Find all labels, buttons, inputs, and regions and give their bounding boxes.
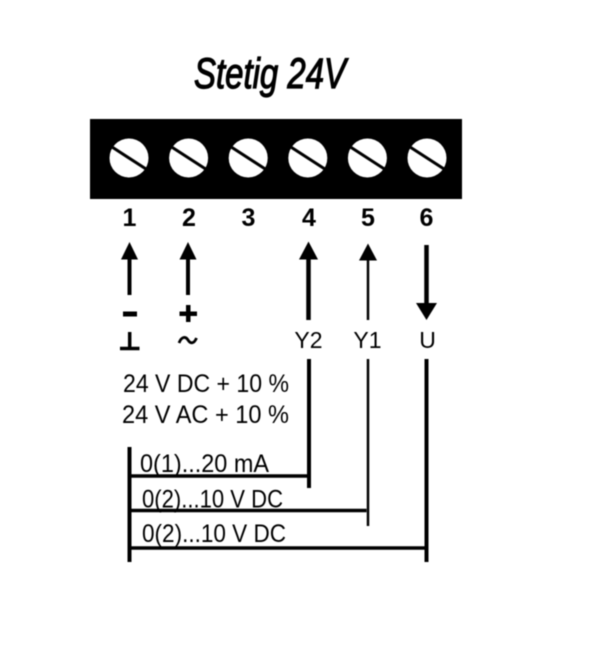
svg-text:Y1: Y1	[353, 327, 381, 353]
svg-text:Stetig 24V: Stetig 24V	[194, 50, 349, 98]
svg-text:24 V AC + 10 %: 24 V AC + 10 %	[122, 401, 289, 429]
svg-text:5: 5	[361, 204, 375, 232]
svg-text:Y2: Y2	[294, 327, 322, 353]
svg-text:U: U	[419, 327, 436, 353]
svg-text:24 V DC + 10 %: 24 V DC + 10 %	[123, 370, 289, 398]
svg-text:6: 6	[420, 204, 434, 232]
svg-text:0(2)...10 V DC: 0(2)...10 V DC	[142, 486, 283, 514]
svg-text:4: 4	[302, 204, 316, 232]
svg-text:1: 1	[123, 204, 137, 232]
svg-text:2: 2	[182, 204, 196, 232]
svg-text:3: 3	[242, 204, 256, 232]
svg-text:0(2)...10 V DC: 0(2)...10 V DC	[142, 520, 286, 548]
svg-text:0(1)...20 mA: 0(1)...20 mA	[140, 450, 269, 478]
